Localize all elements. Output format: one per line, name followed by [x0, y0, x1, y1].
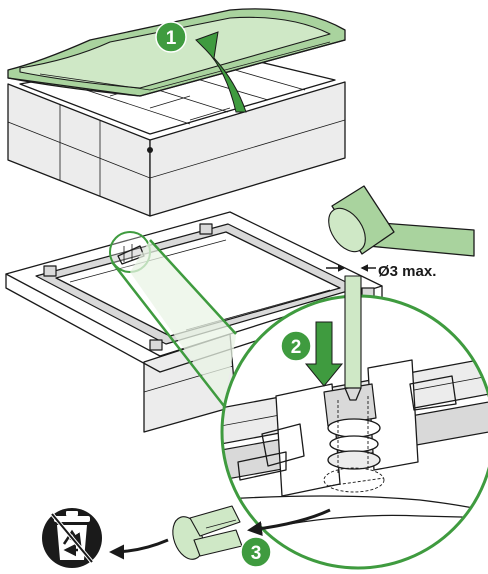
step-2-group: 2: [280, 321, 344, 387]
screw: [147, 147, 153, 153]
step-1-badge: [155, 21, 187, 53]
pin-exit-zone: [323, 467, 385, 493]
enclosure-top-assembly: 1: [7, 8, 346, 217]
push-arrow-icon: [304, 321, 344, 387]
step-3-badge: [240, 536, 272, 568]
step-2-number: 2: [291, 337, 302, 358]
corner-clip: [199, 223, 213, 235]
corner-clip: [43, 265, 57, 277]
lift-arrow-icon: [195, 31, 247, 113]
curved-arrow-icon: [109, 538, 169, 560]
step-2-badge: [280, 330, 312, 362]
curved-arrow-icon: [247, 508, 331, 537]
removed-pin: [172, 505, 243, 560]
hammer-icon: [328, 185, 475, 257]
zoom-cone: [130, 240, 236, 406]
frame-opening: [55, 231, 341, 337]
step-1-number: 1: [166, 28, 177, 49]
corner-clip: [149, 339, 163, 351]
step-3-number: 3: [251, 543, 262, 564]
punch-rod: [344, 275, 362, 389]
dimension-indicator: Ø3 max.: [326, 263, 436, 280]
punch-tool: [344, 275, 362, 401]
dimension-label: Ø3 max.: [378, 263, 436, 280]
magnified-detail: [111, 239, 488, 570]
clip-housing-right: [367, 359, 419, 471]
step-3-group: 3: [240, 536, 272, 568]
recycle-bin-icon: [42, 508, 102, 568]
